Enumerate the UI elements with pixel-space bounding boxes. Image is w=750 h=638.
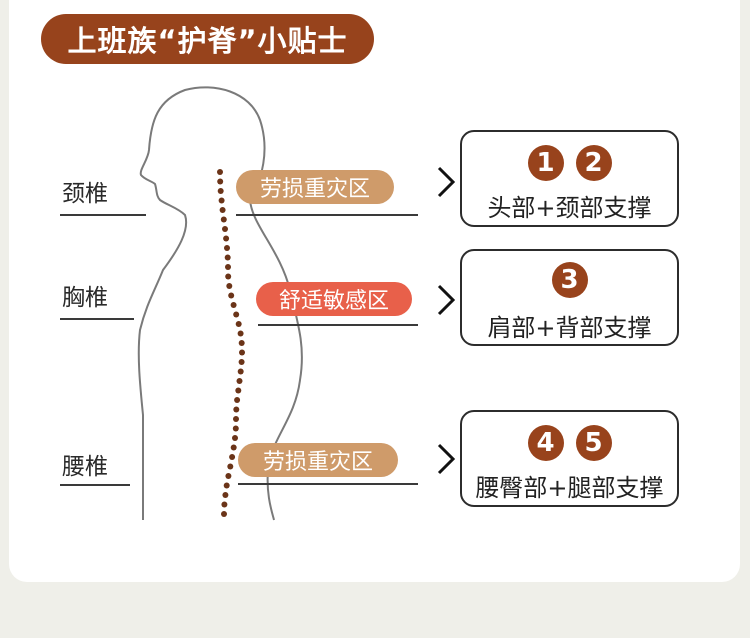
spine-dot [230, 444, 237, 451]
spine-dot [237, 330, 244, 337]
spine-dot [226, 283, 233, 289]
spine-dot [228, 292, 235, 299]
spine-dot [221, 511, 227, 517]
vertebra-label-lumbar: 腰椎 [62, 454, 108, 480]
spine-dot [234, 397, 241, 403]
spine-dot [221, 501, 228, 508]
tip-text: 腰臀部+腿部支撑 [475, 474, 664, 502]
tip-text: 头部+颈部支撑 [487, 194, 652, 222]
spine-dot [217, 188, 224, 194]
zone-underline-waist [238, 483, 418, 485]
spine-dot [238, 340, 245, 346]
chevron-right-icon [437, 166, 456, 198]
spine-dot [235, 321, 242, 327]
spine-dot [217, 169, 223, 175]
chevron-right-icon [437, 443, 456, 475]
spine-dot [235, 387, 242, 394]
spine-dot [229, 454, 236, 460]
spine-dot [225, 273, 232, 280]
zone-badge-waist: 劳损重灾区 [238, 443, 398, 477]
tip-number-badge: 4 [527, 425, 564, 461]
spine-dot [227, 463, 234, 470]
tip-number-badge: 2 [575, 145, 612, 181]
spine-dot [222, 226, 228, 232]
spine-dot [237, 368, 244, 375]
spine-dot [224, 254, 231, 261]
zone-badge-back: 舒适敏感区 [256, 282, 412, 316]
spine-dot [223, 482, 230, 489]
spine-dot [219, 207, 226, 213]
spine-dot [220, 216, 227, 223]
spine-dot [225, 473, 232, 479]
spine-dot [233, 406, 240, 413]
tip-text: 肩部+背部支撑 [487, 314, 652, 342]
page-title: 上班族“护脊”小贴士 [41, 14, 374, 64]
spine-dot [239, 349, 245, 356]
spine-dot [224, 245, 230, 251]
spine-dot [225, 264, 231, 270]
tip-box-waist-leg: 4 5 腰臀部+腿部支撑 [460, 410, 679, 507]
vertebra-label-thoracic: 胸椎 [62, 285, 108, 311]
spine-dot [223, 235, 230, 242]
zone-underline-back [258, 324, 418, 326]
spine-dot [232, 435, 238, 441]
zone-underline-neck [236, 214, 418, 216]
spine-dot [233, 416, 239, 422]
chevron-right-icon [437, 284, 456, 316]
tip-number-badge: 5 [575, 425, 612, 461]
underline-thoracic [60, 318, 134, 320]
spine-dots [217, 169, 245, 517]
spine-dot [230, 302, 237, 308]
tip-box-head-neck: 1 2 头部+颈部支撑 [460, 130, 679, 227]
zone-badge-neck: 劳损重灾区 [236, 170, 394, 204]
spine-dot [233, 311, 240, 318]
spine-dot [222, 492, 229, 498]
vertebra-label-cervical: 颈椎 [62, 181, 108, 207]
spine-dot [236, 378, 243, 384]
tip-number-badge: 3 [551, 262, 588, 298]
spine-dot [232, 425, 239, 432]
spine-dot [217, 178, 224, 185]
spine-dot [218, 197, 225, 204]
underline-lumbar [60, 484, 130, 486]
spine-dot [238, 359, 245, 365]
tip-number-badge: 1 [527, 145, 564, 181]
tip-box-shoulder-back: 3 肩部+背部支撑 [460, 249, 679, 346]
underline-cervical [60, 214, 146, 216]
